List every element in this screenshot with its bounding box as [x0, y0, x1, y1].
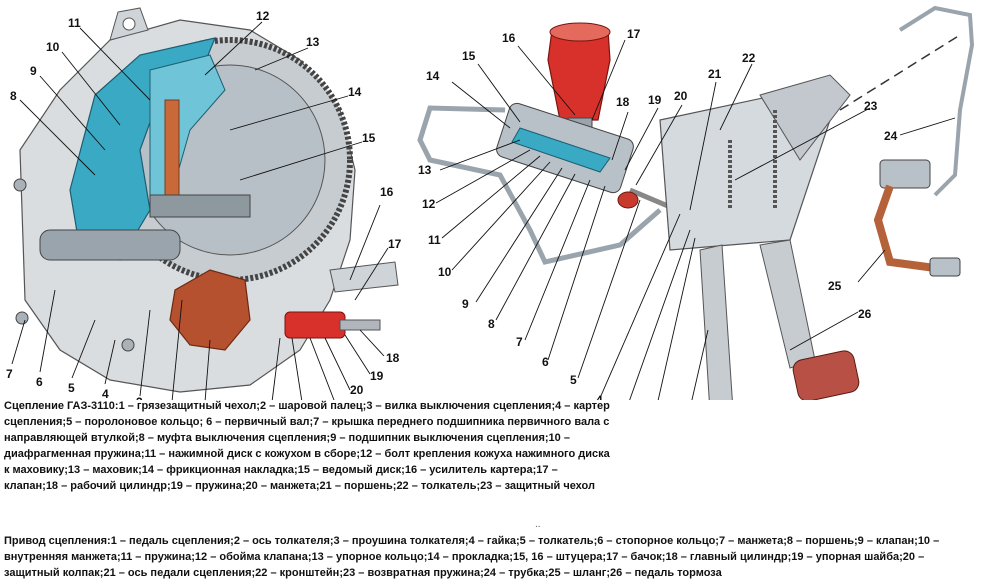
right-callout: 24: [884, 129, 898, 143]
right-callout: 17: [627, 27, 641, 41]
right-callout: 15: [462, 49, 476, 63]
right-callout: 19: [648, 93, 662, 107]
left-callout: 3: [136, 395, 143, 400]
left-callout: 21: [326, 399, 340, 400]
separator-dots: ..: [535, 519, 541, 530]
left-callout: 4: [102, 387, 109, 400]
left-callout: 10: [46, 40, 60, 54]
left-callout: 14: [348, 85, 362, 99]
left-callout: 12: [256, 9, 270, 23]
right-callout: 18: [616, 95, 630, 109]
right-callout-labels: 1 2 3 4 5 6 7 8 9 10 11 12 13 14 15 16 1…: [418, 27, 898, 400]
left-callout: 8: [10, 89, 17, 103]
left-callout: 11: [68, 16, 81, 30]
right-callout: 16: [502, 31, 516, 45]
left-callout: 16: [380, 185, 394, 199]
right-callout: 13: [418, 163, 432, 177]
right-callout: 22: [742, 51, 756, 65]
right-callout: 5: [570, 373, 577, 387]
left-callout: 13: [306, 35, 320, 49]
left-leader-lines: [11, 21, 389, 400]
clutch-drive-drawing: [417, 5, 975, 400]
clutch-caption: Сцепление ГАЗ-3110:1 – грязезащитный чех…: [4, 400, 610, 492]
left-callout: 20: [350, 383, 364, 397]
right-callout: 20: [674, 89, 688, 103]
left-callout: 17: [388, 237, 402, 251]
right-callout: 7: [516, 335, 523, 349]
right-callout: 8: [488, 317, 495, 331]
clutch-assembly-drawing: [13, 7, 399, 393]
right-callout: 11: [428, 233, 441, 247]
right-callout: 6: [542, 355, 549, 369]
left-callout: 9: [30, 64, 37, 78]
right-leader-lines: [435, 39, 956, 400]
right-callout: 23: [864, 99, 878, 113]
left-callout-labels: 1 2 3 4 5 6 7 8 9 10 11 12 13 14 15 16 1…: [6, 9, 402, 400]
drive-caption: Привод сцепления:1 – педаль сцепления;2 …: [4, 535, 940, 579]
left-callout: 15: [362, 131, 376, 145]
left-callout: 7: [6, 367, 13, 381]
right-callout: 12: [422, 197, 436, 211]
right-callout: 4: [596, 393, 603, 400]
clutch-illustration: 1 2 3 4 5 6 7 8 9 10 11 12 13 14 15 16 1…: [6, 5, 975, 400]
right-callout: 10: [438, 265, 452, 279]
right-callout: 14: [426, 69, 440, 83]
left-callout: 6: [36, 375, 43, 389]
left-callout: 19: [370, 369, 384, 383]
left-callout: 5: [68, 381, 75, 395]
right-callout: 21: [708, 67, 722, 81]
right-callout: 25: [828, 279, 842, 293]
right-callout: 26: [858, 307, 872, 321]
left-callout: 18: [386, 351, 400, 365]
right-callout: 9: [462, 297, 469, 311]
